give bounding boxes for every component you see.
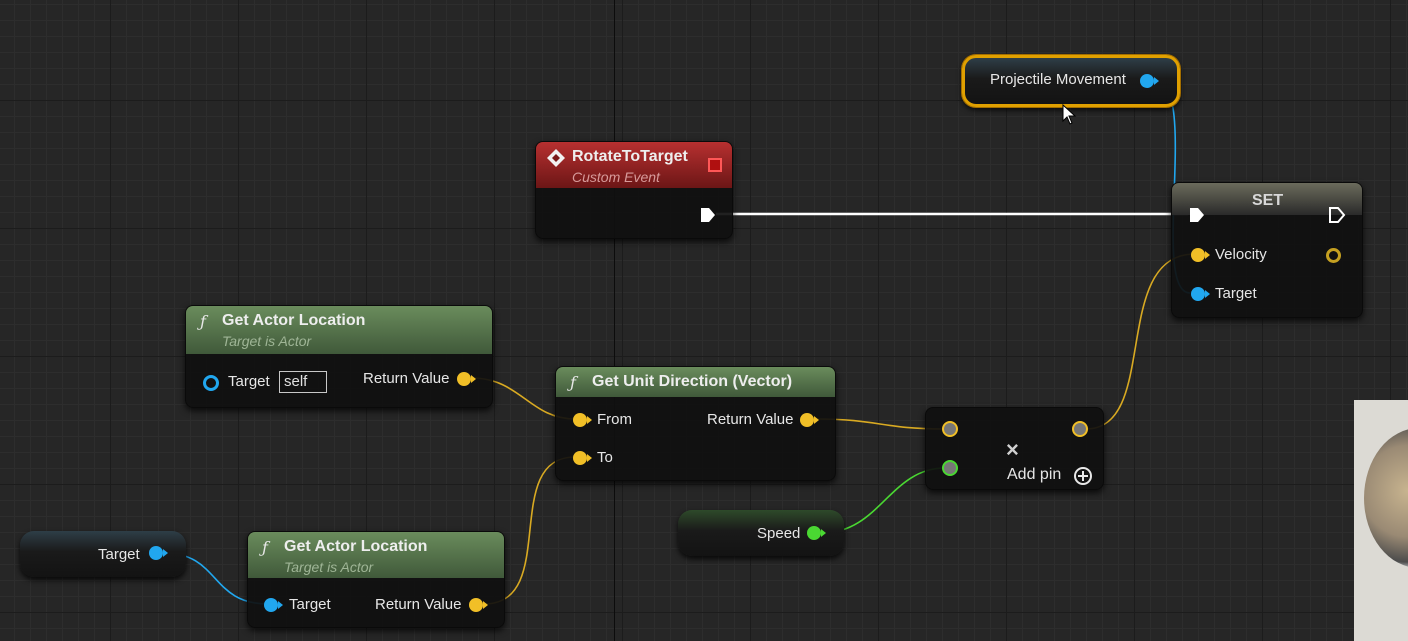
get-unit-direction-to-label: To [597,449,613,466]
get-actor-location-1-header: ƒ Get Actor Location Target is Actor [186,306,492,354]
event-node-subtitle: Custom Event [572,169,660,185]
projectile-movement-label: Projectile Movement [990,71,1126,88]
function-icon: ƒ [262,538,268,557]
speed-out-pin[interactable] [807,526,821,540]
get-unit-direction-title: Get Unit Direction (Vector) [592,373,792,391]
set-target-label: Target [1215,285,1257,302]
get-actor-location-1-target-pin[interactable] [203,375,219,391]
get-unit-direction-from-label: From [597,411,632,428]
set-node-title: SET [1252,192,1283,210]
plus-circle-icon[interactable] [1073,466,1093,486]
set-exec-out-pin[interactable] [1328,206,1346,224]
get-actor-location-2-header: ƒ Get Actor Location Target is Actor [248,532,504,578]
set-velocity-label: Velocity [1215,246,1267,263]
event-exec-out-pin[interactable] [699,206,717,224]
get-actor-location-node-2[interactable]: ƒ Get Actor Location Target is Actor Tar… [247,531,505,628]
projectile-movement-out-pin[interactable] [1140,74,1154,88]
multiply-input-a-pin[interactable] [942,421,958,437]
get-actor-location-1-title: Get Actor Location [222,312,365,330]
target-variable-node[interactable]: Target [20,531,186,577]
event-node-header: RotateToTarget Custom Event [536,142,732,188]
get-unit-direction-return-pin[interactable] [800,413,814,427]
get-actor-location-1-target-label: Target [228,373,270,390]
get-actor-location-node-1[interactable]: ƒ Get Actor Location Target is Actor Tar… [185,305,493,408]
mouse-cursor-icon [1062,104,1078,126]
projectile-movement-variable-node[interactable]: Projectile Movement [962,55,1180,107]
target-variable-out-pin[interactable] [149,546,163,560]
multiply-input-b-pin[interactable] [942,460,958,476]
set-target-in-pin[interactable] [1191,287,1205,301]
get-actor-location-1-subtitle: Target is Actor [222,333,311,349]
get-unit-direction-header: ƒ Get Unit Direction (Vector) [556,367,835,397]
target-self-input[interactable]: self [279,371,327,393]
multiply-icon: × [1006,437,1019,463]
multiply-node[interactable]: × Add pin [925,407,1104,490]
get-unit-direction-node[interactable]: ƒ Get Unit Direction (Vector) From Retur… [555,366,836,481]
get-actor-location-2-title: Get Actor Location [284,538,427,556]
event-diamond-icon [546,148,566,168]
set-velocity-in-pin[interactable] [1191,248,1205,262]
set-exec-in-pin[interactable] [1188,206,1206,224]
get-unit-direction-from-pin[interactable] [573,413,587,427]
get-actor-location-1-return-pin[interactable] [457,372,471,386]
get-actor-location-1-return-label: Return Value [363,370,449,387]
speed-label: Speed [757,525,800,542]
rotate-to-target-event-node[interactable]: RotateToTarget Custom Event [535,141,733,239]
get-actor-location-2-target-label: Target [289,596,331,613]
delegate-pin-icon[interactable] [708,158,722,172]
set-velocity-out-pin[interactable] [1326,248,1341,263]
get-unit-direction-to-pin[interactable] [573,451,587,465]
get-actor-location-2-target-pin[interactable] [264,598,278,612]
function-icon: ƒ [570,373,576,392]
target-variable-label: Target [98,546,140,563]
webcam-overlay [1354,400,1408,641]
get-unit-direction-return-label: Return Value [707,411,793,428]
multiply-output-pin[interactable] [1072,421,1088,437]
event-node-title: RotateToTarget [572,148,688,166]
get-actor-location-2-return-label: Return Value [375,596,461,613]
webcam-feed [1364,428,1408,568]
add-pin-label[interactable]: Add pin [1007,466,1061,484]
function-icon: ƒ [200,312,206,331]
set-velocity-node[interactable]: SET Velocity Target [1171,182,1363,318]
get-actor-location-2-return-pin[interactable] [469,598,483,612]
get-actor-location-2-subtitle: Target is Actor [284,559,373,575]
speed-variable-node[interactable]: Speed [678,510,844,556]
